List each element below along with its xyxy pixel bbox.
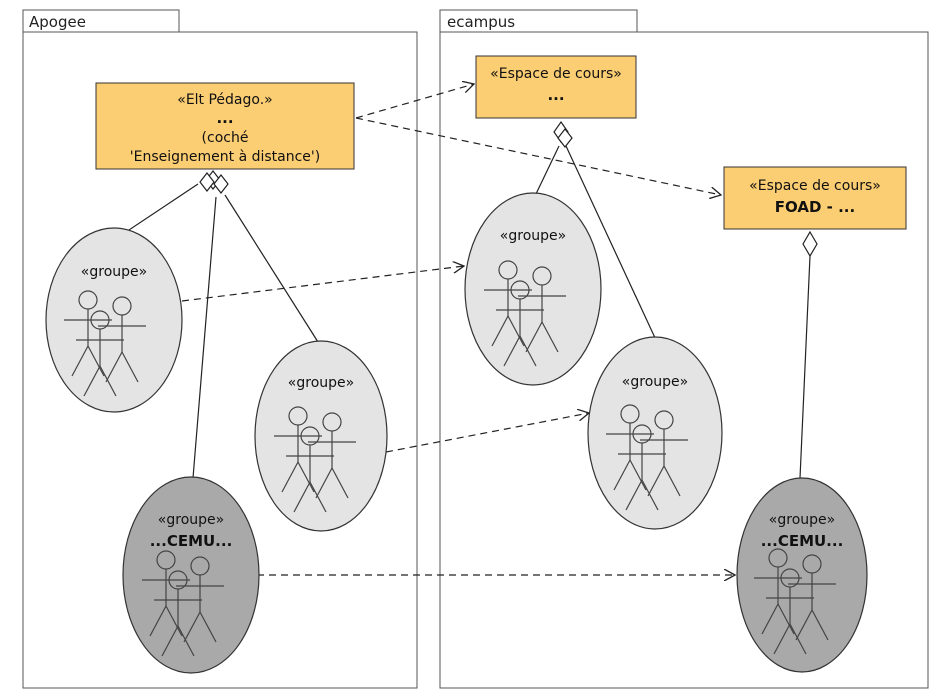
group-stereotype: «groupe» — [500, 228, 566, 244]
dependency-arrows — [181, 84, 735, 575]
class-espace-cours-box — [475, 55, 637, 119]
class-espace-cours-stereotype: «Espace de cours» — [490, 66, 622, 82]
group-ecampus-1[interactable]: «groupe» — [464, 192, 602, 386]
diamond-icon — [557, 128, 573, 148]
group-ecampus-2[interactable]: «groupe» — [587, 336, 723, 530]
package-ecampus-label: ecampus — [447, 13, 515, 31]
class-elt-pedago-note-2: 'Enseignement à distance') — [130, 149, 320, 165]
diamond-icon — [213, 174, 229, 194]
class-elt-pedago-box — [95, 82, 355, 170]
package-apogee-label: Apogee — [29, 13, 86, 31]
group-ellipse — [122, 476, 260, 674]
class-espace-cours[interactable]: «Espace de cours» ... — [475, 55, 637, 119]
group-name: ...CEMU... — [761, 532, 844, 550]
class-espace-foad[interactable]: «Espace de cours» FOAD - ... — [723, 166, 907, 230]
group-apogee-2[interactable]: «groupe» — [254, 340, 388, 532]
group-ellipse — [587, 336, 723, 530]
aggregation-line-apogee-group2 — [224, 194, 319, 343]
group-stereotype: «groupe» — [81, 264, 147, 280]
diamond-icon — [802, 230, 818, 258]
arrow-eltpedago-foad — [355, 117, 721, 195]
group-ellipse — [736, 477, 868, 673]
aggregation-line-ecampus-group2 — [565, 145, 657, 341]
group-ecampus-cemu[interactable]: «groupe» ...CEMU... — [736, 477, 868, 673]
group-name: ...CEMU... — [150, 532, 233, 550]
aggregation-diamonds — [199, 120, 818, 258]
class-elt-pedago-note-1: (coché — [202, 130, 249, 146]
class-elt-pedago-stereotype: «Elt Pédago.» — [177, 92, 272, 108]
group-ellipse — [45, 227, 183, 413]
class-espace-foad-box — [723, 166, 907, 230]
aggregation-line-foad-cemu — [799, 255, 811, 479]
group-apogee-1[interactable]: «groupe» — [45, 227, 183, 413]
group-stereotype: «groupe» — [288, 375, 354, 391]
group-ellipse — [464, 192, 602, 386]
class-espace-foad-stereotype: «Espace de cours» — [749, 178, 881, 194]
arrow-eltpedago-espace — [355, 84, 474, 119]
group-apogee-cemu[interactable]: «groupe» ...CEMU... — [122, 476, 260, 674]
group-stereotype: «groupe» — [769, 512, 835, 528]
class-espace-cours-name: ... — [547, 86, 564, 104]
group-stereotype: «groupe» — [158, 512, 224, 528]
class-elt-pedago-name: ... — [216, 109, 233, 127]
aggregation-line-ecampus-group1 — [534, 145, 560, 197]
class-elt-pedago[interactable]: «Elt Pédago.» ... (coché 'Enseignement à… — [95, 82, 355, 170]
aggregation-line-apogee-group1 — [122, 183, 199, 235]
arrow-group2-group2 — [385, 413, 589, 453]
group-stereotype: «groupe» — [622, 374, 688, 390]
aggregation-line-apogee-cemu — [192, 196, 217, 479]
aggregation-lines — [122, 145, 811, 479]
diamond-icon — [199, 172, 215, 192]
class-espace-foad-name: FOAD - ... — [775, 198, 855, 216]
